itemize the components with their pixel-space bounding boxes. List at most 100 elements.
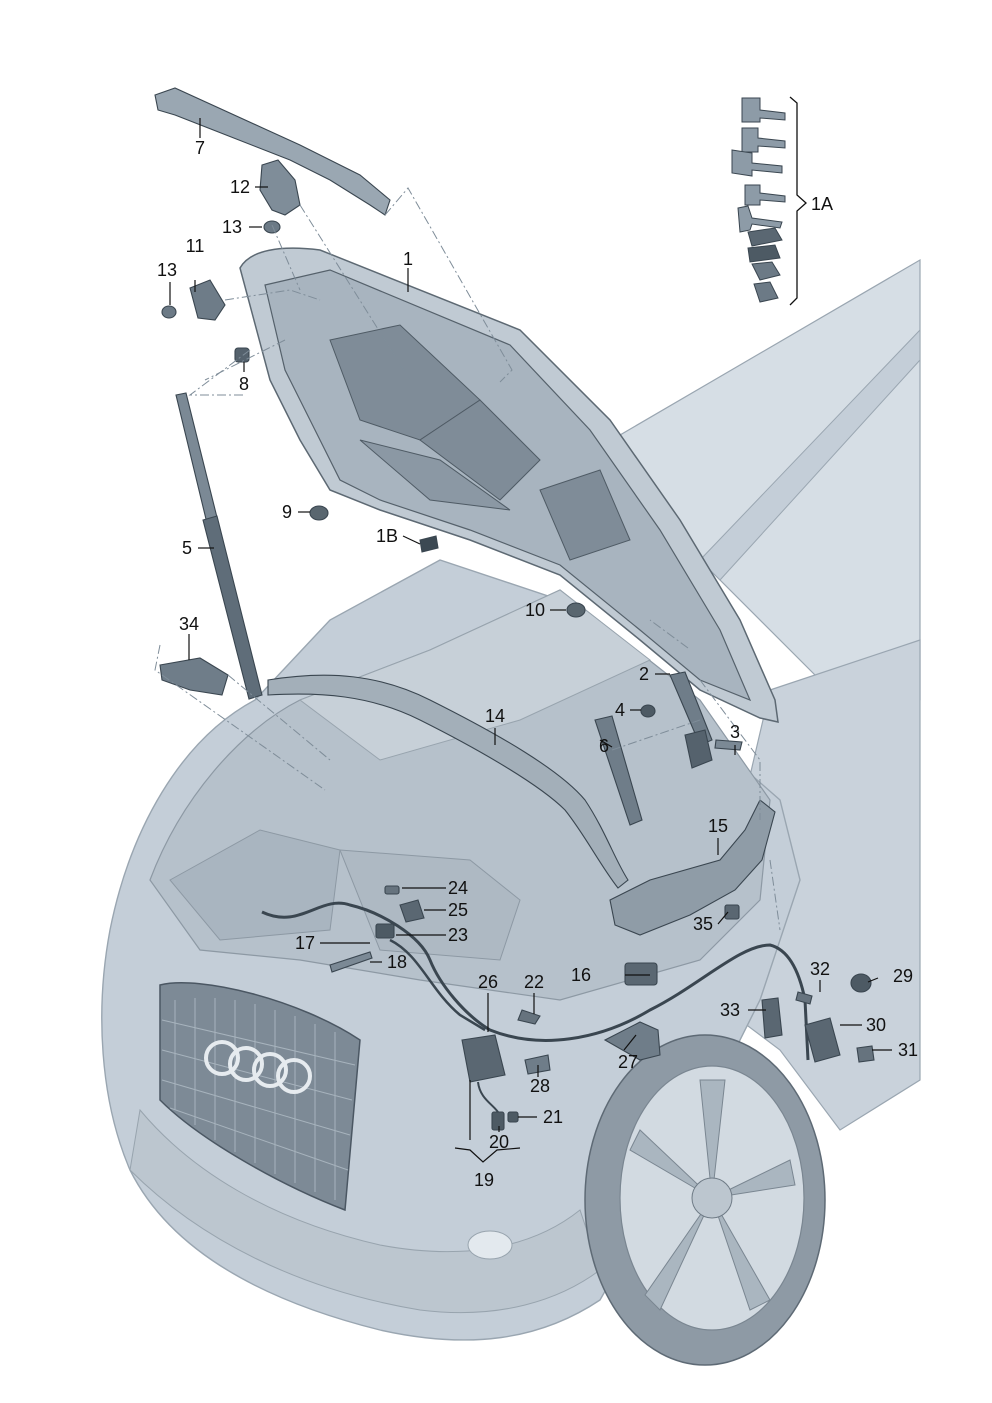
part-5-cylinder (202, 515, 263, 700)
part-23-connector (375, 923, 395, 939)
part-20-switch (491, 1111, 505, 1131)
part-28-clip (524, 1054, 551, 1075)
label-29: 29 (893, 966, 913, 986)
fastener-clip-2 (747, 244, 781, 263)
part-16-pad (624, 962, 658, 986)
fog-light (467, 1230, 513, 1260)
label-14: 14 (485, 706, 505, 726)
label-13-top: 13 (222, 217, 242, 237)
part-35-clip (724, 904, 740, 920)
label-15: 15 (708, 816, 728, 836)
label-27: 27 (618, 1052, 638, 1072)
label-21: 21 (543, 1107, 563, 1127)
part-3-lock (684, 729, 713, 769)
label-24: 24 (448, 878, 468, 898)
part-17-release-cable (261, 901, 810, 1061)
guide-lines (154, 187, 781, 931)
hood-recess-right (419, 399, 541, 501)
label-13-left: 13 (157, 260, 177, 280)
a-pillar (699, 328, 921, 581)
part-30-handle (804, 1017, 841, 1063)
label-18: 18 (387, 952, 407, 972)
leader-lines (169, 118, 892, 1163)
bay-panel-left (169, 829, 341, 941)
fastener-bolt-2 (741, 127, 786, 153)
label-22: 22 (524, 972, 544, 992)
part-32-screw (795, 991, 813, 1005)
part-15-lock-carrier (609, 799, 776, 936)
part-25-holder (399, 899, 425, 923)
part-14-hood-seal (267, 674, 629, 889)
label-1b: 1B (376, 526, 398, 546)
part-29-grommet (850, 973, 872, 993)
part-27-guide (603, 1021, 661, 1061)
part-8-stop (234, 347, 250, 363)
label-17: 17 (295, 933, 315, 953)
part-13-buffer-top (263, 220, 281, 234)
label-16: 16 (571, 965, 591, 985)
label-12: 12 (230, 177, 250, 197)
label-19: 19 (474, 1170, 494, 1190)
label-31: 31 (898, 1040, 918, 1060)
label-25: 25 (448, 900, 468, 920)
firewall (298, 589, 651, 761)
hub (691, 1177, 733, 1219)
callout-labels: 1 1A 1B 2 3 4 5 6 7 8 9 10 11 12 13 13 1… (157, 138, 918, 1190)
car-body (101, 258, 921, 1366)
part-4-nut (640, 704, 656, 718)
fastener-bolt-1 (741, 97, 786, 123)
label-26: 26 (478, 972, 498, 992)
fastener-clip-1 (747, 227, 783, 247)
fastener-pin (737, 205, 783, 233)
label-8: 8 (239, 374, 249, 394)
parts (154, 87, 875, 1131)
part-13-buffer-left (161, 305, 177, 319)
label-1a: 1A (811, 194, 833, 214)
label-35: 35 (693, 914, 713, 934)
grille (159, 982, 361, 1212)
label-33: 33 (720, 1000, 740, 1020)
label-2: 2 (639, 664, 649, 684)
hood (239, 247, 779, 723)
rim-spokes (629, 1079, 796, 1311)
part-19-lock (461, 1034, 506, 1083)
bracket-1a (789, 96, 807, 306)
label-11: 11 (186, 236, 205, 256)
part-31-clip (856, 1045, 875, 1063)
fasteners-1a (731, 97, 786, 303)
part-21-clip (507, 1111, 519, 1123)
label-34: 34 (179, 614, 199, 634)
part-11-bracket (189, 279, 226, 321)
label-1: 1 (403, 249, 413, 269)
hood-recess-center (359, 439, 511, 511)
label-32: 32 (810, 959, 830, 979)
part-1b-label (419, 535, 439, 553)
label-30: 30 (866, 1015, 886, 1035)
part-9-grommet (309, 505, 329, 521)
label-28: 28 (530, 1076, 550, 1096)
label-3: 3 (730, 722, 740, 742)
part-26-cable (389, 938, 486, 1032)
part-33-holder (761, 997, 783, 1039)
hood-recess-lower (539, 469, 631, 561)
label-5: 5 (182, 538, 192, 558)
label-10: 10 (525, 600, 545, 620)
part-2-bracket (669, 671, 713, 746)
fastener-bolt-4 (744, 184, 786, 206)
label-9: 9 (282, 502, 292, 522)
label-7: 7 (195, 138, 205, 158)
label-4: 4 (615, 700, 625, 720)
fastener-expander (753, 281, 779, 303)
part-18-pin (329, 951, 373, 973)
label-6: 6 (599, 736, 609, 756)
audi-rings (204, 1040, 312, 1094)
label-23: 23 (448, 925, 468, 945)
label-20: 20 (489, 1132, 509, 1152)
fastener-bolt-3 (731, 149, 783, 177)
part-24-clip (384, 885, 400, 895)
part-34-bracket (159, 657, 229, 696)
part-12-hinge (259, 159, 301, 216)
grille-mesh (161, 998, 356, 1200)
part-10-grommet (566, 602, 586, 618)
